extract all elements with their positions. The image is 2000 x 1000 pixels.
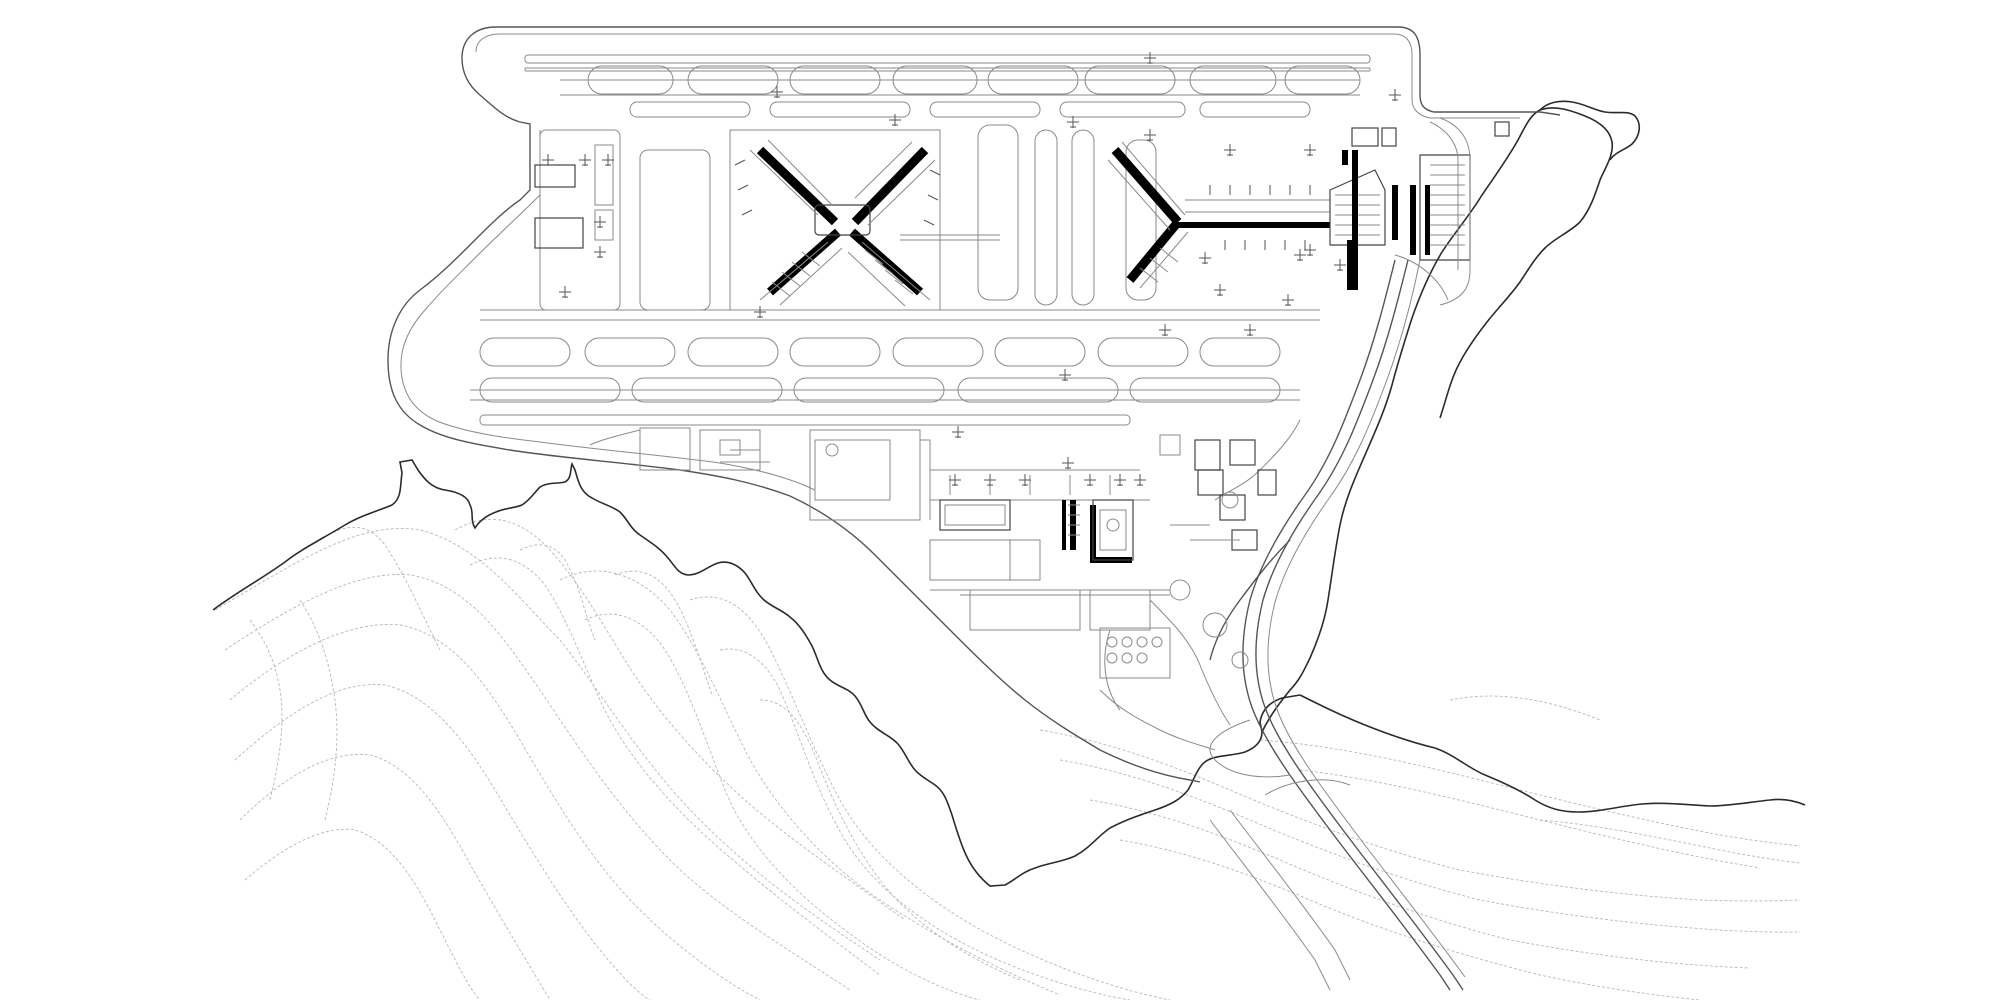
- x-shaped-concourse: [729, 129, 1000, 311]
- y-shaped-concourse: [1107, 141, 1330, 289]
- west-apron: [534, 129, 621, 311]
- highway-link: [1209, 117, 1471, 991]
- coastline: [212, 100, 1806, 887]
- taxiway-islands: [479, 65, 1361, 403]
- runways: [470, 54, 1371, 426]
- cargo-area: [589, 427, 1277, 751]
- gate-stands: [734, 159, 1311, 250]
- airport-island: [387, 26, 1561, 783]
- main-terminal: [1329, 121, 1510, 290]
- aircraft-symbols: [542, 52, 1401, 486]
- mountain-contours: [214, 518, 1801, 1000]
